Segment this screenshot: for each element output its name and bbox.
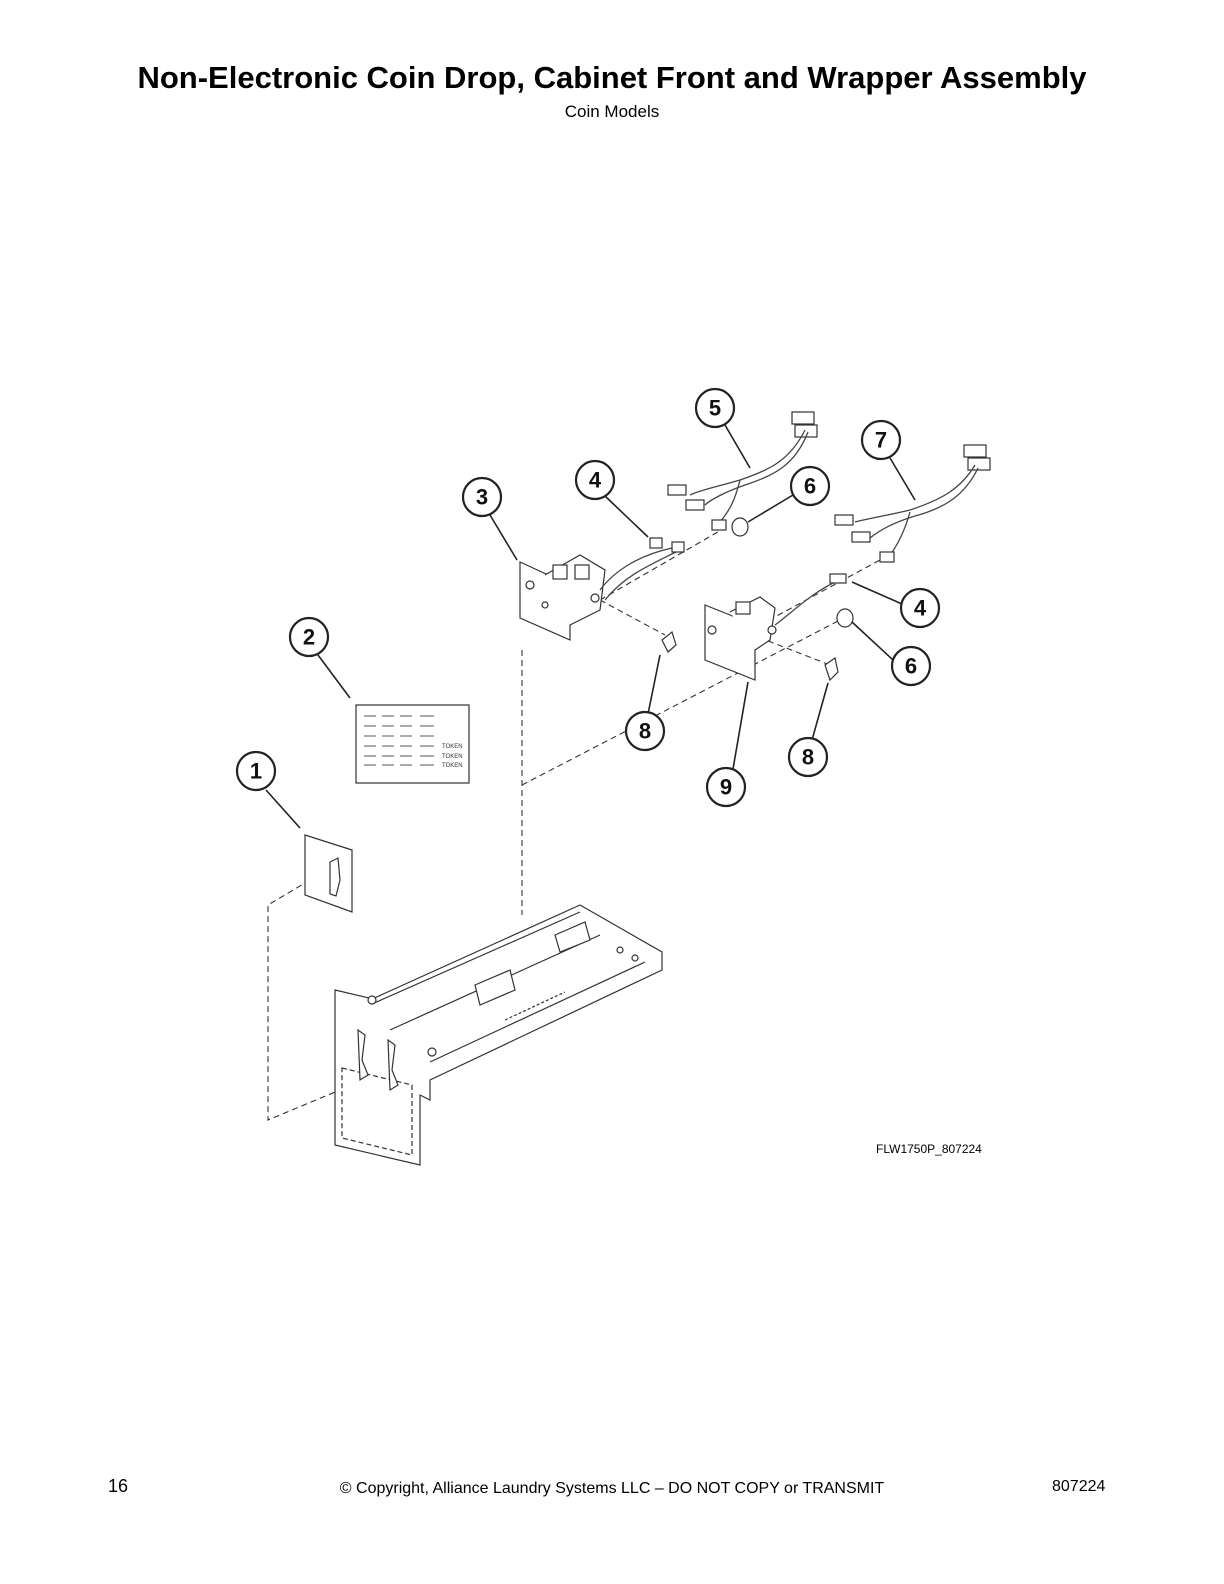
svg-text:8: 8 <box>639 719 651 744</box>
svg-text:5: 5 <box>709 396 721 421</box>
callout-4: 4 <box>574 459 616 501</box>
svg-text:6: 6 <box>804 474 816 499</box>
svg-text:6: 6 <box>905 654 917 679</box>
svg-text:9: 9 <box>720 775 732 800</box>
figure-code: FLW1750P_807224 <box>876 1142 982 1156</box>
callout-6b: 6 <box>890 645 932 687</box>
svg-text:3: 3 <box>476 485 488 510</box>
callout-2: 2 <box>288 616 330 658</box>
part-coin-drop-right <box>704 573 847 681</box>
svg-text:7: 7 <box>875 428 887 453</box>
svg-text:4: 4 <box>914 596 927 621</box>
callout-6: 6 <box>789 465 831 507</box>
part-pricing-decal: TOKEN TOKEN TOKEN <box>355 704 470 784</box>
callout-8b: 8 <box>787 736 829 778</box>
callout-8: 8 <box>624 710 666 752</box>
copyright-notice: © Copyright, Alliance Laundry Systems LL… <box>339 1480 885 1497</box>
part-clips <box>661 630 839 682</box>
page-number: 16 <box>108 1476 129 1496</box>
part-coin-drop-left <box>519 537 685 641</box>
svg-text:2: 2 <box>303 625 315 650</box>
decal-token-text-2: TOKEN <box>442 754 463 760</box>
page-title: Non-Electronic Coin Drop, Cabinet Front … <box>137 60 1087 95</box>
part-coin-slot-cover <box>304 834 353 913</box>
callout-4b: 4 <box>899 587 941 629</box>
callout-leaders <box>265 424 916 829</box>
page-subtitle: Coin Models <box>564 102 660 121</box>
document-number: 807224 <box>1052 1478 1106 1495</box>
part-wire-harness-upper <box>667 411 818 531</box>
callout-3: 3 <box>461 476 503 518</box>
callout-9: 9 <box>705 766 747 808</box>
decal-token-text-3: TOKEN <box>442 763 463 769</box>
callout-5: 5 <box>694 387 736 429</box>
cabinet-front-wrapper <box>334 904 663 1166</box>
part-grommets <box>731 517 854 628</box>
part-wire-harness-right <box>834 444 991 563</box>
callout-1: 1 <box>235 750 277 792</box>
decal-token-text-1: TOKEN <box>442 744 463 750</box>
svg-text:4: 4 <box>589 468 602 493</box>
assembly-dashed-lines <box>267 524 881 1121</box>
svg-text:8: 8 <box>802 745 814 770</box>
svg-text:1: 1 <box>250 759 262 784</box>
callout-7: 7 <box>860 419 902 461</box>
